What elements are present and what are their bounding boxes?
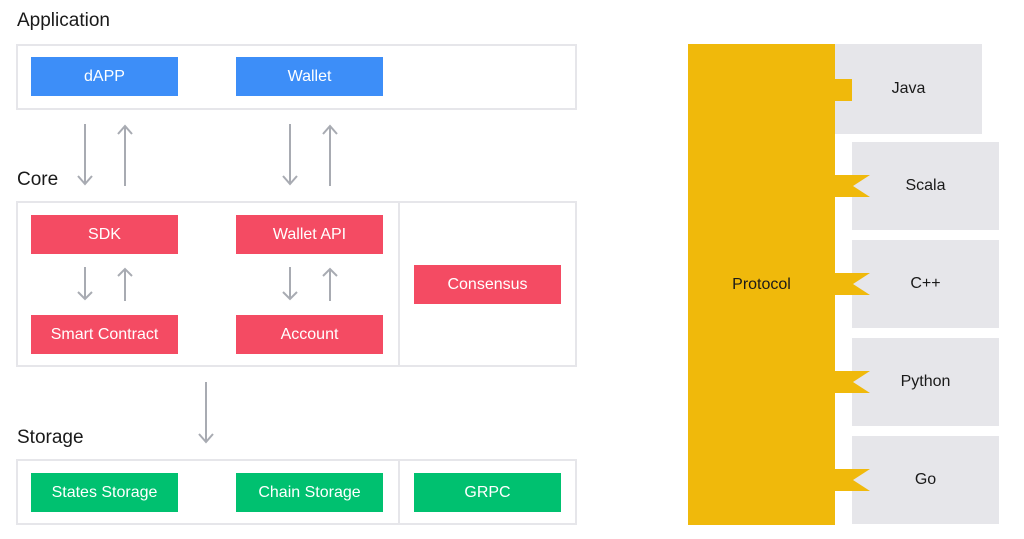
wallet-api-box: Wallet API	[236, 215, 383, 254]
up-arrow-icon	[117, 124, 133, 186]
language-scala: Scala	[852, 142, 999, 230]
language-python: Python	[852, 338, 999, 426]
language-go: Go	[852, 436, 999, 524]
scala-notch	[820, 175, 870, 202]
protocol-block: Protocol	[688, 44, 835, 525]
application-panel	[16, 44, 577, 110]
states-storage-box: States Storage	[31, 473, 178, 512]
storage-divider	[398, 459, 400, 525]
down-arrow-icon	[282, 124, 298, 186]
sdk-box: SDK	[31, 215, 178, 254]
storage-panel	[16, 459, 577, 525]
core-panel	[16, 201, 577, 367]
cpp-notch	[820, 273, 870, 300]
wallet-box: Wallet	[236, 57, 383, 96]
up-arrow-icon	[117, 267, 133, 301]
down-arrow-icon	[77, 124, 93, 186]
go-notch	[820, 469, 870, 496]
java-notch	[820, 79, 852, 106]
application-title: Application	[17, 10, 110, 31]
python-notch	[820, 371, 870, 398]
up-arrow-icon	[322, 267, 338, 301]
grpc-box: GRPC	[414, 473, 561, 512]
core-divider	[398, 201, 400, 367]
storage-title: Storage	[17, 427, 84, 448]
consensus-box: Consensus	[414, 265, 561, 304]
core-title: Core	[17, 169, 59, 190]
down-arrow-icon	[77, 267, 93, 301]
language-java: Java	[835, 44, 982, 134]
up-arrow-icon	[322, 124, 338, 186]
down-arrow-icon	[198, 382, 214, 444]
language-cpp: C++	[852, 240, 999, 328]
smart-contract-box: Smart Contract	[31, 315, 178, 354]
chain-storage-box: Chain Storage	[236, 473, 383, 512]
account-box: Account	[236, 315, 383, 354]
down-arrow-icon	[282, 267, 298, 301]
dapp-box: dAPP	[31, 57, 178, 96]
